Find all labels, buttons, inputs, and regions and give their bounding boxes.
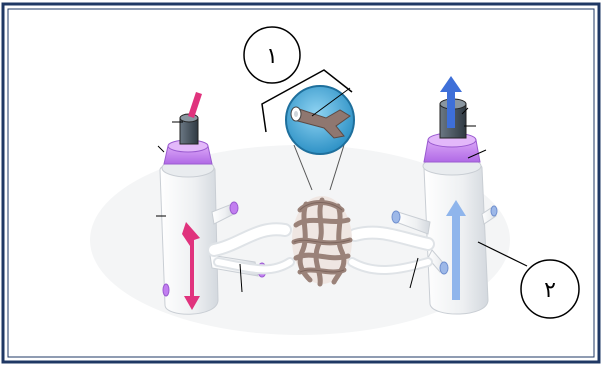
callout-2-label: ٢ — [544, 278, 556, 303]
callout-1-label: ١ — [266, 44, 278, 69]
callout-1: ١ — [244, 27, 300, 83]
callout-2: ٢ — [521, 260, 579, 318]
capillary-network — [292, 196, 352, 284]
